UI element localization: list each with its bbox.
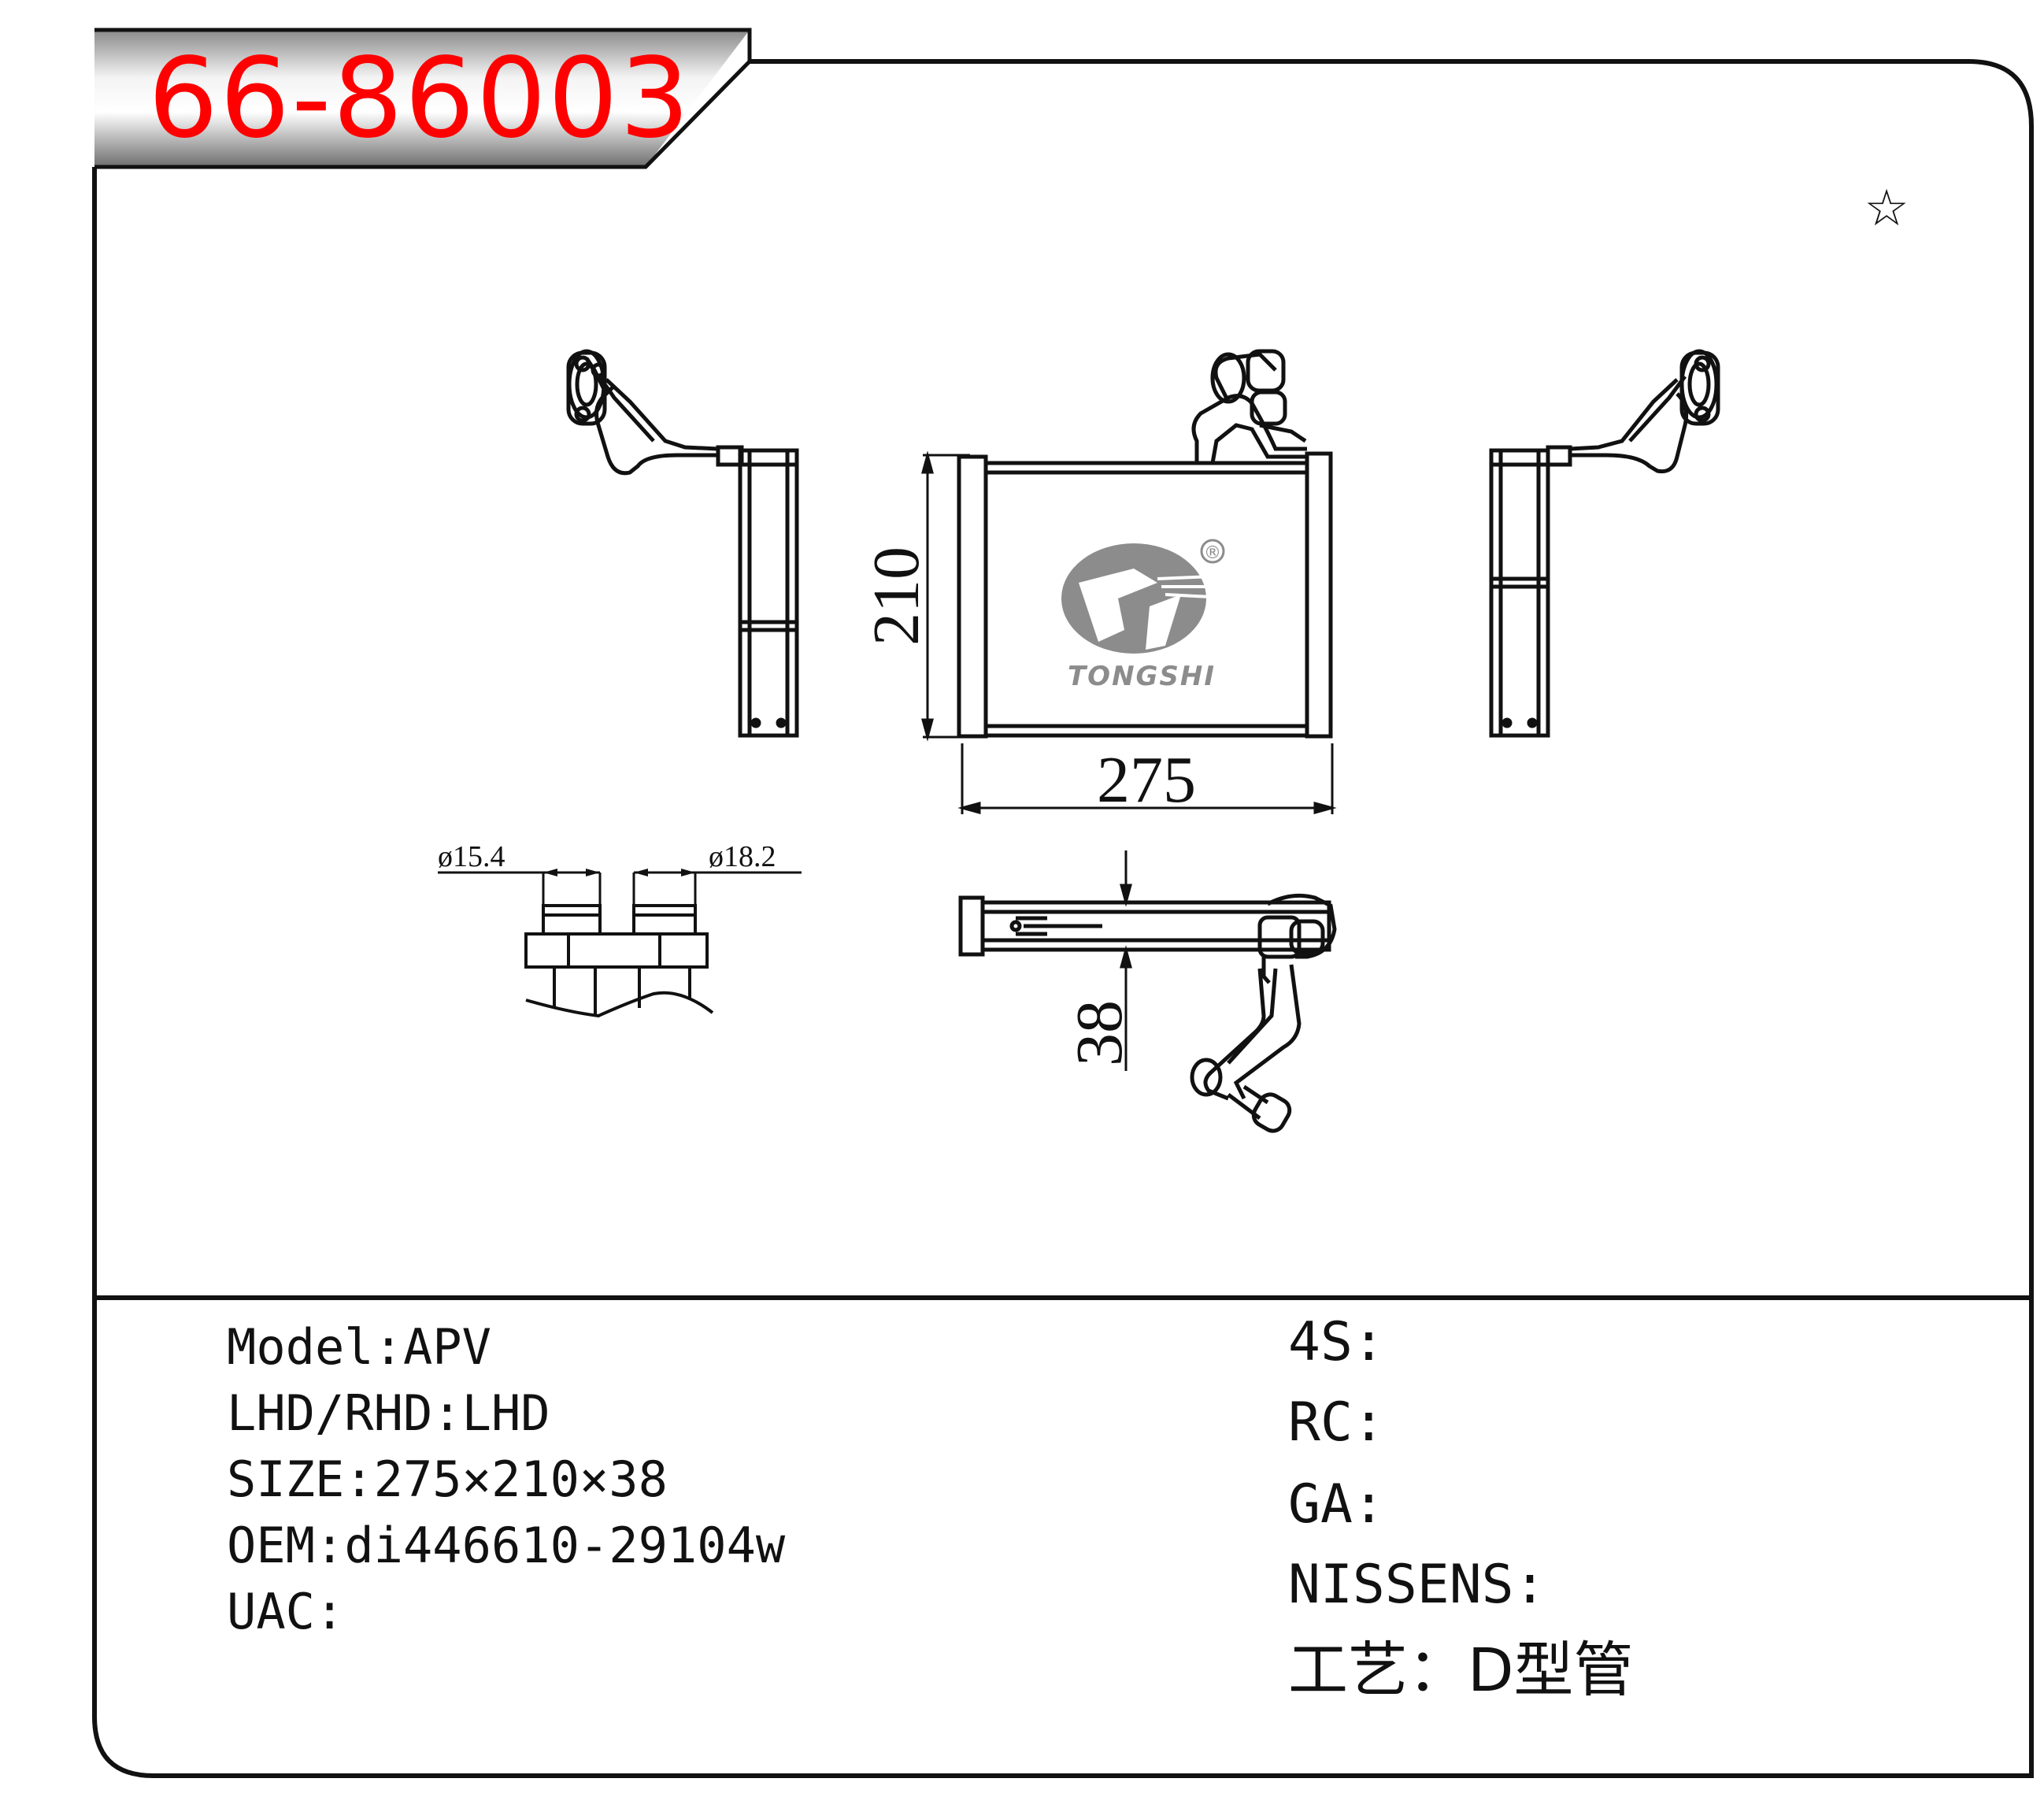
spec-ga-label: GA (1288, 1473, 1353, 1536)
spec-4s-label: 4S (1288, 1311, 1353, 1373)
spec-uac: UAC: (227, 1583, 345, 1640)
spec-rc-label: RC (1288, 1391, 1353, 1454)
spec-drive-side: LHD/RHD:LHD (227, 1384, 550, 1442)
spec-model: Model:APV (227, 1318, 491, 1376)
spec-drive-side-label: LHD/RHD (227, 1384, 433, 1442)
spec-ga: GA: (1288, 1473, 1385, 1536)
registered-mark (1200, 539, 1225, 564)
part-number: 66-86003 (148, 35, 692, 163)
spec-drive-side-value: LHD (461, 1384, 550, 1442)
spec-rc: RC: (1288, 1391, 1385, 1454)
spec-process-value: D型管 (1468, 1635, 1634, 1705)
top-view (958, 893, 1337, 1133)
logo-wordmark: TONGSHI (1068, 661, 1216, 692)
sheet-frame (92, 59, 2034, 1778)
width-value: 275 (1097, 743, 1196, 817)
width-dimension (957, 743, 1337, 814)
spec-model-label: Model (227, 1318, 374, 1376)
spec-nissens: NISSENS: (1288, 1554, 1546, 1616)
spec-oem: OEM:di446610-29104w (227, 1517, 786, 1574)
spec-size-label: SIZE (227, 1451, 345, 1508)
spec-size-value: 275×210×38 (373, 1451, 668, 1508)
height-dimension (921, 450, 970, 742)
outlet-diameter: ø18.2 (709, 840, 776, 873)
flange-detail (438, 869, 802, 1018)
spec-nissens-label: NISSENS (1288, 1554, 1514, 1616)
spec-oem-value: di446610-29104w (344, 1517, 786, 1574)
spec-process: 工艺：D型管 (1288, 1635, 1634, 1705)
depth-dimension (1120, 850, 1132, 1071)
spec-size: SIZE:275×210×38 (227, 1451, 668, 1508)
tongshi-logo: ® TONGSHI (1061, 539, 1225, 692)
front-view-core (957, 349, 1333, 739)
spec-model-value: APV (402, 1318, 491, 1376)
part-number-banner (94, 28, 752, 169)
spec-process-label: 工艺 (1288, 1635, 1408, 1705)
spec-oem-label: OEM (227, 1517, 315, 1574)
left-side-view (566, 349, 799, 738)
right-side-view (1489, 349, 1720, 738)
registered-glyph: ® (1204, 543, 1221, 563)
inlet-diameter: ø15.4 (438, 840, 505, 873)
star-icon: ☆ (1864, 180, 1909, 238)
spec-4s: 4S: (1288, 1311, 1385, 1373)
depth-value: 38 (1063, 1000, 1136, 1066)
height-value: 210 (860, 547, 933, 646)
spec-uac-label: UAC (227, 1583, 315, 1640)
